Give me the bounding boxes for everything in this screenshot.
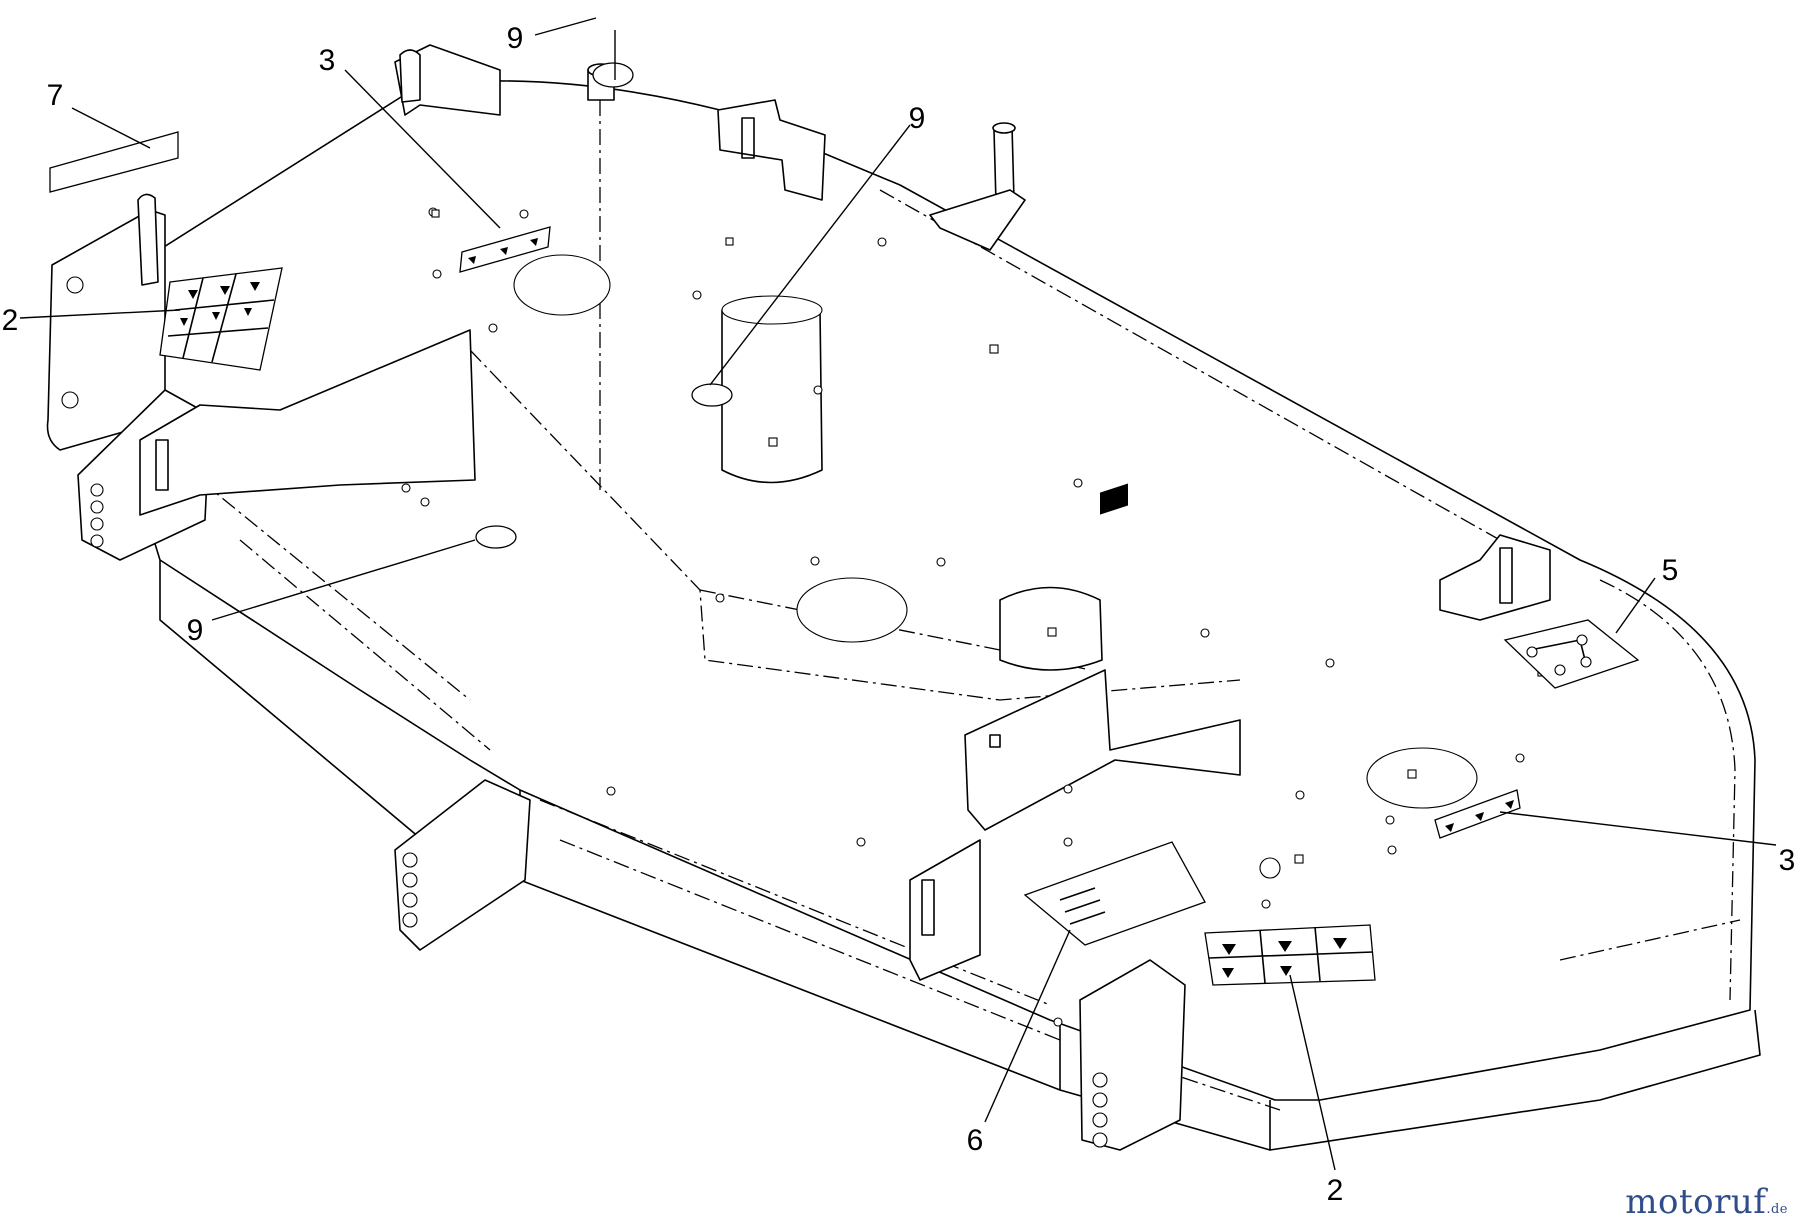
decal-7 — [49, 131, 179, 193]
decal-2-front — [1204, 924, 1376, 986]
plug-9-left — [475, 525, 517, 549]
callout-6: 6 — [967, 1124, 984, 1157]
decal-2-rear — [159, 267, 283, 371]
callout-2-rear: 2 — [2, 304, 19, 337]
leader-lines — [19, 17, 1777, 1171]
deck-body — [79, 80, 1761, 1151]
plug-9-rear — [592, 62, 634, 88]
callout-9-rear: 9 — [507, 22, 524, 55]
decal-3-right — [1434, 789, 1521, 839]
watermark-logo: motoruf.de — [1625, 1182, 1788, 1222]
decal-6 — [1023, 483, 1206, 946]
decals — [49, 62, 1640, 986]
spindle-cutouts — [513, 254, 1478, 809]
callout-3-rear: 3 — [319, 44, 336, 77]
callout-2-front: 2 — [1327, 1174, 1344, 1207]
callout-5: 5 — [1662, 554, 1679, 587]
callout-9-left: 9 — [187, 614, 204, 647]
callout-9-center: 9 — [909, 102, 926, 135]
callout-7: 7 — [47, 79, 64, 112]
decal-3-rear — [459, 226, 551, 273]
callout-3-right: 3 — [1779, 844, 1796, 877]
watermark-suffix: .de — [1766, 1202, 1788, 1217]
decal-5 — [1503, 619, 1640, 689]
watermark-text: motoruf — [1625, 1182, 1767, 1222]
plug-9-center — [691, 383, 733, 407]
callout-labels: 9 3 7 9 2 5 9 3 6 2 — [2, 22, 1796, 1207]
mount-brackets — [46, 44, 1551, 1151]
